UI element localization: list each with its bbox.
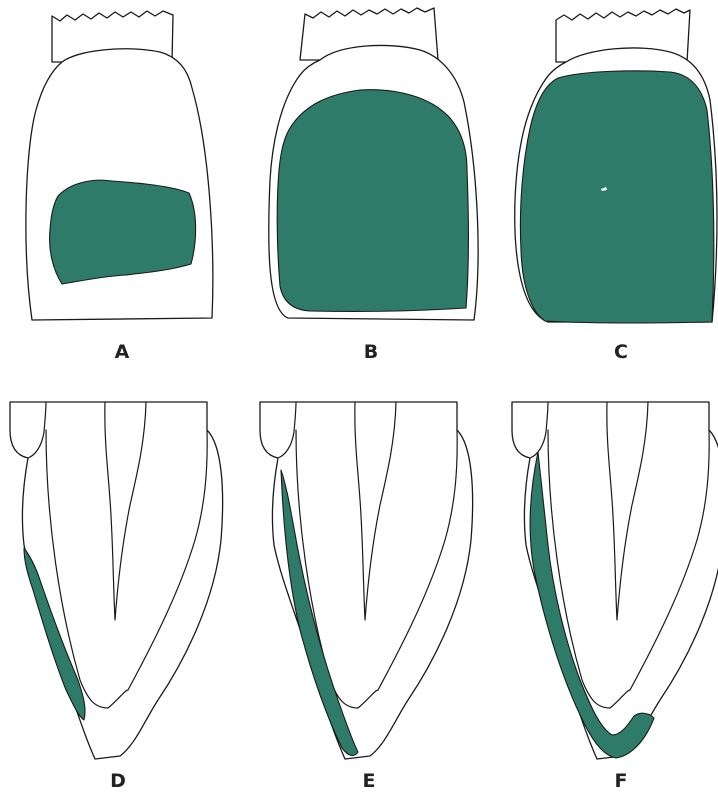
lesion-c — [520, 71, 713, 323]
lesion-a — [50, 180, 196, 284]
panel-label-d: D — [110, 770, 126, 792]
panel-f — [512, 402, 718, 759]
lesion-b — [277, 90, 468, 312]
tooth-d-outline — [10, 402, 223, 759]
panel-e — [260, 402, 473, 759]
panel-b — [269, 8, 478, 320]
panel-label-c: C — [614, 341, 628, 363]
panel-label-e: E — [363, 770, 376, 792]
panel-label-b: B — [364, 341, 378, 363]
panel-c — [515, 9, 717, 323]
panel-label-f: F — [615, 770, 628, 792]
panel-d — [10, 402, 223, 759]
panel-a — [26, 11, 213, 320]
panel-label-a: A — [115, 341, 130, 363]
